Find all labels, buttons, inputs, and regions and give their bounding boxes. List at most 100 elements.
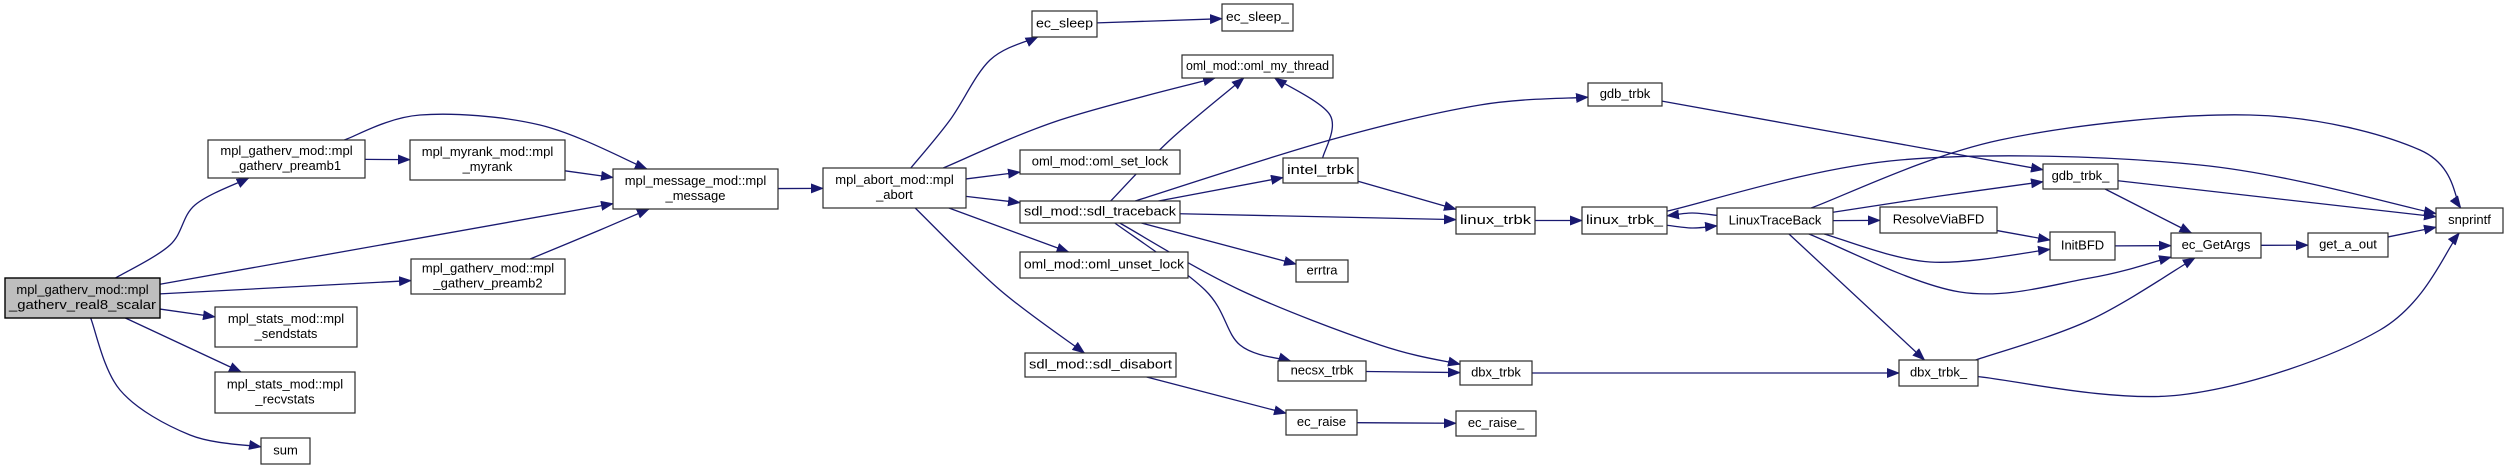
node-real8_scalar[interactable]: mpl_gatherv_mod::mpl_gatherv_real8_scala…: [4, 277, 161, 319]
node-label-myrank-line1[interactable]: mpl_myrank_mod::mpl: [422, 144, 554, 159]
node-ec_raise[interactable]: ec_raise: [1285, 409, 1358, 436]
node-recvstats[interactable]: mpl_stats_mod::mpl_recvstats: [214, 371, 356, 414]
node-sdl_disabort[interactable]: sdl_mod::sdl_disabort: [1024, 352, 1177, 378]
node-get_a_out[interactable]: get_a_out: [2307, 232, 2389, 258]
node-box-InitBFD[interactable]: [2049, 231, 2116, 261]
node-box-ec_sleep_[interactable]: [1221, 3, 1294, 32]
node-sendstats[interactable]: mpl_stats_mod::mpl_sendstats: [214, 306, 358, 348]
node-label-real8_scalar-line1[interactable]: mpl_gatherv_mod::mpl: [16, 282, 148, 297]
node-label-abort-line1[interactable]: mpl_abort_mod::mpl: [835, 172, 954, 187]
node-gdb_trbk_[interactable]: gdb_trbk_: [2042, 163, 2119, 190]
node-label-preamb1-line2[interactable]: _gatherv_preamb1: [231, 158, 341, 173]
node-label-oml_unset_lock[interactable]: oml_mod::oml_unset_lock: [1024, 256, 1185, 271]
node-label-ec_raise[interactable]: ec_raise: [1297, 414, 1346, 429]
node-ResolveViaBFD[interactable]: ResolveViaBFD: [1879, 206, 1998, 234]
node-label-message-line2[interactable]: _message: [665, 188, 726, 203]
node-linux_trbk_[interactable]: linux_trbk_: [1581, 206, 1668, 235]
node-box-dbx_trbk[interactable]: [1459, 360, 1533, 386]
node-label-oml_my_thread[interactable]: oml_mod::oml_my_thread: [1186, 58, 1329, 73]
node-abort[interactable]: mpl_abort_mod::mpl_abort: [822, 167, 967, 209]
node-myrank[interactable]: mpl_myrank_mod::mpl_myrank: [409, 139, 566, 181]
node-label-ec_GetArgs[interactable]: ec_GetArgs: [2182, 237, 2251, 252]
node-box-linux_trbk[interactable]: [1455, 206, 1536, 235]
node-label-sum[interactable]: sum: [273, 442, 298, 457]
node-gdb_trbk[interactable]: gdb_trbk: [1587, 82, 1663, 107]
node-oml_my_thread[interactable]: oml_mod::oml_my_thread: [1181, 54, 1334, 79]
node-oml_unset_lock[interactable]: oml_mod::oml_unset_lock: [1019, 251, 1189, 279]
node-box-errtra[interactable]: [1295, 259, 1349, 283]
node-label-sendstats-line1[interactable]: mpl_stats_mod::mpl: [228, 311, 344, 326]
node-label-sdl_disabort[interactable]: sdl_mod::sdl_disabort: [1029, 356, 1172, 371]
node-box-get_a_out[interactable]: [2307, 232, 2389, 258]
node-sdl_traceback[interactable]: sdl_mod::sdl_traceback: [1019, 200, 1181, 224]
node-intel_trbk[interactable]: intel_trbk: [1282, 157, 1359, 184]
node-necsx_trbk[interactable]: necsx_trbk: [1277, 360, 1367, 382]
node-label-message-line1[interactable]: mpl_message_mod::mpl: [625, 173, 767, 188]
node-label-recvstats-line1[interactable]: mpl_stats_mod::mpl: [227, 376, 343, 391]
node-preamb1[interactable]: mpl_gatherv_mod::mpl_gatherv_preamb1: [207, 139, 366, 179]
node-label-oml_set_lock[interactable]: oml_mod::oml_set_lock: [1032, 153, 1169, 168]
node-box-sdl_disabort[interactable]: [1024, 352, 1177, 378]
node-oml_set_lock[interactable]: oml_mod::oml_set_lock: [1019, 149, 1181, 175]
node-label-dbx_trbk[interactable]: dbx_trbk: [1471, 364, 1521, 379]
node-box-ec_sleep[interactable]: [1031, 10, 1098, 38]
node-dbx_trbk_[interactable]: dbx_trbk_: [1898, 359, 1979, 387]
node-label-sdl_traceback[interactable]: sdl_mod::sdl_traceback: [1024, 203, 1177, 218]
node-label-ResolveViaBFD[interactable]: ResolveViaBFD: [1893, 211, 1985, 226]
node-label-InitBFD[interactable]: InitBFD: [2061, 237, 2104, 252]
node-box-intel_trbk[interactable]: [1282, 157, 1359, 184]
node-label-linux_trbk[interactable]: linux_trbk: [1460, 212, 1532, 227]
node-box-ec_GetArgs[interactable]: [2170, 232, 2262, 259]
node-box-sum[interactable]: [260, 437, 311, 465]
node-box-gdb_trbk_[interactable]: [2042, 163, 2119, 190]
node-label-preamb2-line1[interactable]: mpl_gatherv_mod::mpl: [422, 260, 554, 275]
node-InitBFD[interactable]: InitBFD: [2049, 231, 2116, 261]
node-box-abort[interactable]: [822, 167, 967, 209]
node-label-preamb2-line2[interactable]: _gatherv_preamb2: [432, 275, 542, 290]
node-label-sendstats-line2[interactable]: _sendstats: [254, 326, 318, 341]
node-box-linux_trbk_[interactable]: [1581, 206, 1668, 235]
node-box-dbx_trbk_[interactable]: [1898, 359, 1979, 387]
node-box-sendstats[interactable]: [214, 306, 358, 348]
node-sum[interactable]: sum: [260, 437, 311, 465]
node-linux_trbk[interactable]: linux_trbk: [1455, 206, 1536, 235]
node-box-myrank[interactable]: [409, 139, 566, 181]
node-dbx_trbk[interactable]: dbx_trbk: [1459, 360, 1533, 386]
node-label-ec_sleep_[interactable]: ec_sleep_: [1226, 9, 1290, 24]
node-label-linux_trbk_[interactable]: linux_trbk_: [1586, 212, 1664, 227]
node-label-intel_trbk[interactable]: intel_trbk: [1287, 162, 1355, 177]
node-box-oml_my_thread[interactable]: [1181, 54, 1334, 79]
node-label-ec_sleep[interactable]: ec_sleep: [1036, 15, 1093, 30]
node-label-myrank-line2[interactable]: _myrank: [462, 159, 513, 174]
node-label-preamb1-line1[interactable]: mpl_gatherv_mod::mpl: [220, 143, 352, 158]
node-box-ec_raise_[interactable]: [1455, 410, 1537, 437]
node-box-necsx_trbk[interactable]: [1277, 360, 1367, 382]
node-ec_raise_[interactable]: ec_raise_: [1455, 410, 1537, 437]
node-box-gdb_trbk[interactable]: [1587, 82, 1663, 107]
node-label-snprintf[interactable]: snprintf: [2448, 212, 2491, 227]
node-box-recvstats[interactable]: [214, 371, 356, 414]
node-box-ec_raise[interactable]: [1285, 409, 1358, 436]
node-box-sdl_traceback[interactable]: [1019, 200, 1181, 224]
node-box-preamb1[interactable]: [207, 139, 366, 179]
node-label-real8_scalar-line2[interactable]: _gatherv_real8_scalar: [8, 297, 157, 312]
node-box-LinuxTraceBack[interactable]: [1716, 207, 1834, 235]
node-preamb2[interactable]: mpl_gatherv_mod::mpl_gatherv_preamb2: [410, 258, 566, 295]
node-ec_sleep[interactable]: ec_sleep: [1031, 10, 1098, 38]
node-box-ResolveViaBFD[interactable]: [1879, 206, 1998, 234]
node-label-abort-line2[interactable]: _abort: [875, 187, 913, 202]
node-ec_sleep_[interactable]: ec_sleep_: [1221, 3, 1294, 32]
node-label-gdb_trbk[interactable]: gdb_trbk: [1600, 86, 1651, 101]
node-message[interactable]: mpl_message_mod::mpl_message: [612, 168, 779, 210]
node-box-oml_unset_lock[interactable]: [1019, 251, 1189, 279]
node-box-snprintf[interactable]: [2435, 207, 2504, 234]
node-label-recvstats-line2[interactable]: _recvstats: [254, 391, 315, 406]
node-label-necsx_trbk[interactable]: necsx_trbk: [1291, 362, 1354, 377]
node-LinuxTraceBack[interactable]: LinuxTraceBack: [1716, 207, 1834, 235]
node-box-oml_set_lock[interactable]: [1019, 149, 1181, 175]
node-box-preamb2[interactable]: [410, 258, 566, 295]
node-ec_GetArgs[interactable]: ec_GetArgs: [2170, 232, 2262, 259]
node-label-get_a_out[interactable]: get_a_out: [2319, 236, 2377, 251]
node-box-message[interactable]: [612, 168, 779, 210]
node-label-gdb_trbk_[interactable]: gdb_trbk_: [2052, 168, 2111, 183]
